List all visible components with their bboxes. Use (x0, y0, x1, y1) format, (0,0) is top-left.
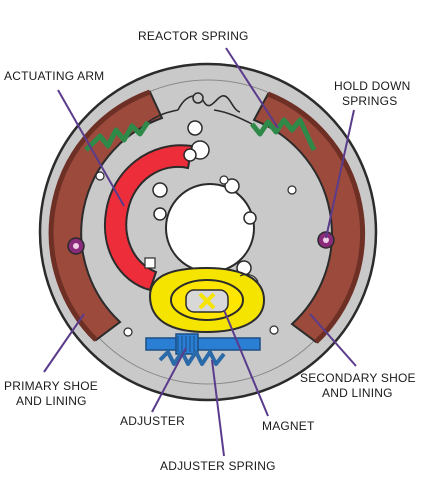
leader-adjuster-spring (211, 359, 225, 457)
leader-lines (43, 47, 357, 457)
leader-adjuster (151, 347, 187, 413)
return-spring-left (84, 109, 179, 152)
label-actuating-arm: ACTUATING ARM (4, 69, 104, 83)
bolt-hole-3 (243, 211, 257, 225)
hold-down-spring-right (317, 231, 335, 249)
label-primary-shoe-line1: PRIMARY SHOE (4, 379, 98, 393)
bolt-hole-11 (269, 325, 279, 335)
leader-primary-shoe (43, 313, 85, 373)
label-hold-down-springs-line2: SPRINGS (342, 94, 397, 108)
bolt-hole-9 (95, 171, 105, 181)
actuating-arm-pivot (183, 148, 197, 162)
bolt-hole-7 (153, 207, 167, 221)
primary-lining-edge (48, 89, 151, 342)
bolt-hole-2 (224, 178, 240, 194)
magnet (148, 266, 266, 334)
leader-secondary-shoe (309, 313, 357, 367)
anchor-pin (192, 92, 204, 104)
label-secondary-shoe-line2: AND LINING (322, 386, 393, 400)
secondary-lining-edge (267, 91, 366, 344)
adjuster-spring (158, 350, 226, 366)
label-reactor-spring: REACTOR SPRING (138, 29, 249, 43)
actuating-arm-clip (144, 257, 156, 269)
leader-magnet (223, 309, 269, 417)
bolt-hole-1 (152, 182, 168, 198)
label-magnet: MAGNET (262, 419, 315, 433)
bolt-hole-8 (219, 175, 229, 185)
leader-actuating-arm (57, 89, 125, 207)
leader-hold-down (325, 109, 355, 239)
reactor-spring (213, 109, 317, 152)
label-hold-down-springs-line1: HOLD DOWN (334, 79, 410, 93)
label-secondary-shoe-line1: SECONDARY SHOE (300, 371, 416, 385)
label-adjuster: ADJUSTER (120, 414, 185, 428)
adjuster (145, 333, 261, 355)
label-adjuster-spring: ADJUSTER SPRING (160, 459, 276, 473)
label-primary-shoe-line2: AND LINING (16, 394, 87, 408)
bolt-hole-12 (287, 185, 297, 195)
bolt-hole-6 (187, 120, 203, 136)
hub-hole (165, 183, 255, 273)
bolt-hole-10 (123, 327, 133, 337)
anchor-spring-wire (177, 95, 241, 113)
leader-reactor-spring (225, 47, 279, 129)
hold-down-spring-left (67, 237, 85, 255)
